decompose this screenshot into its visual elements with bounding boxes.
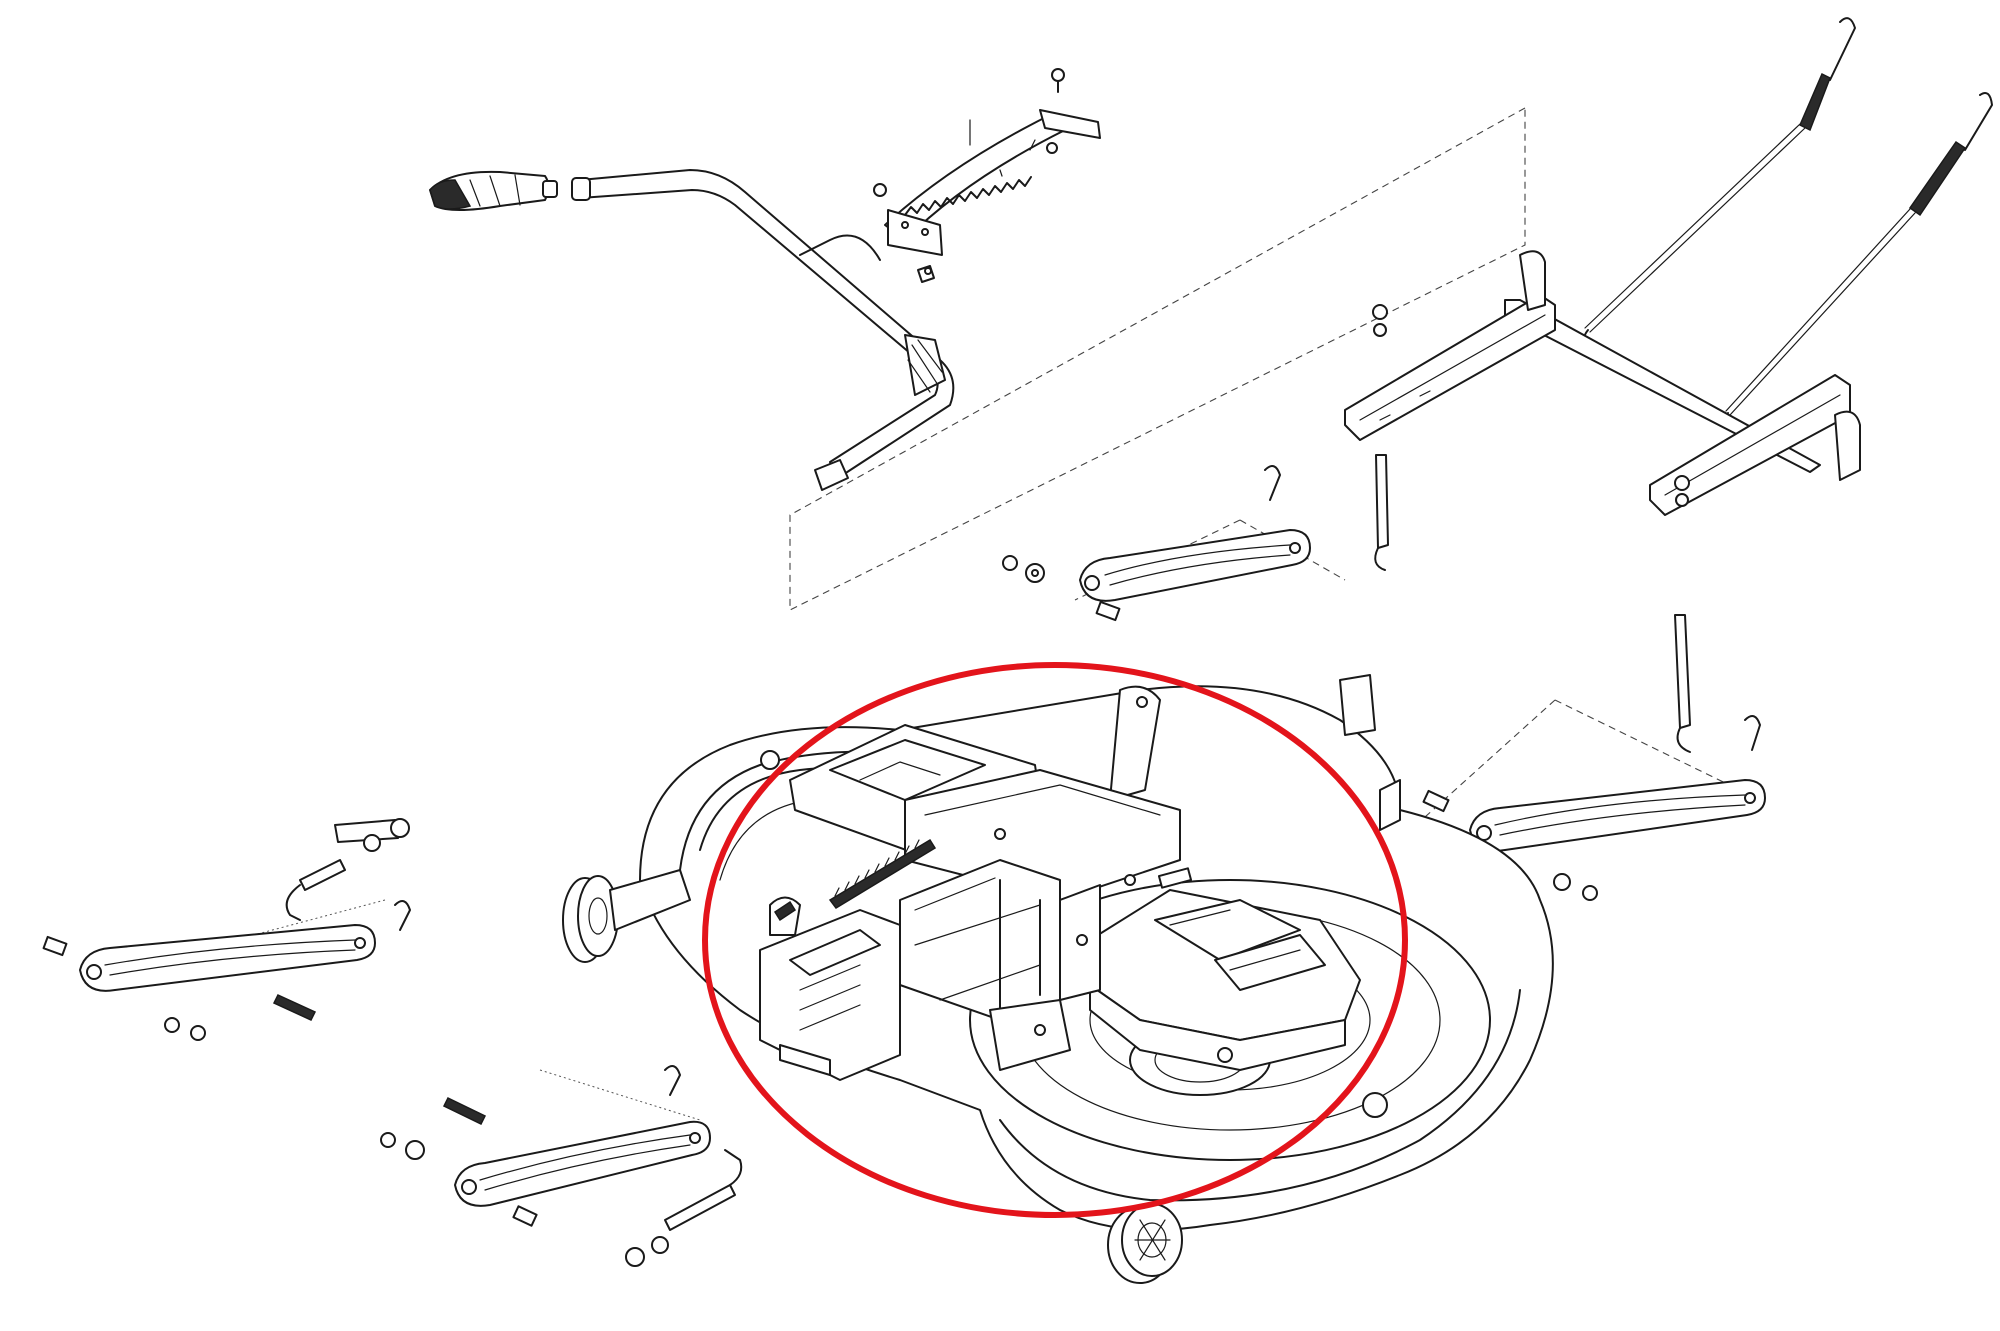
hanger-arm-right-lower xyxy=(1422,715,1766,901)
front-wheel xyxy=(562,869,691,963)
lift-springs xyxy=(1583,17,1993,426)
hanger-arm-left-lower xyxy=(380,1065,743,1267)
rear-lift-shaft-assembly xyxy=(1344,250,1861,753)
lift-handle xyxy=(429,169,955,491)
belt-cover xyxy=(759,724,1361,1081)
height-adjust-plate xyxy=(873,68,1101,283)
hanger-arm-left-upper xyxy=(42,818,411,1041)
rear-wheel xyxy=(1107,1203,1183,1284)
highlight-ellipse xyxy=(702,662,1408,1218)
hanger-arm-right-upper xyxy=(1002,465,1311,622)
